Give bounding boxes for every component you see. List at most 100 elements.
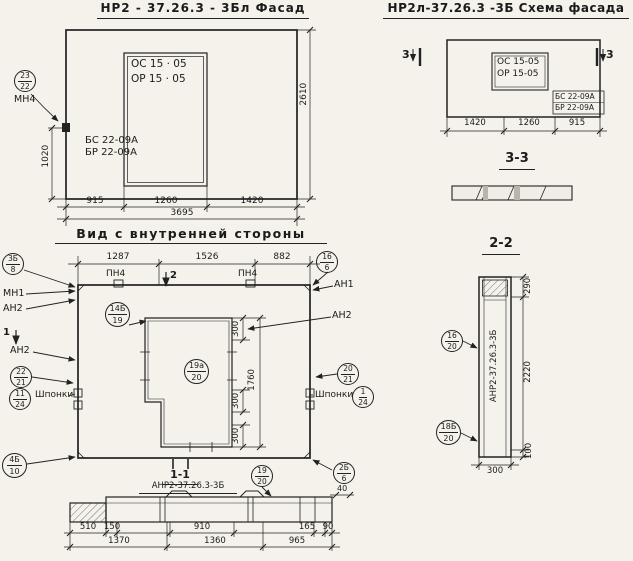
ref-bubble-18b-20: 18Б 20 xyxy=(436,420,461,445)
view-leaders xyxy=(23,269,338,497)
facade-panel-mark-1: БС 22-09А xyxy=(85,135,138,146)
section-2-2-linework xyxy=(460,273,529,470)
dim-300-b: 300 xyxy=(231,392,242,410)
dim-510: 510 xyxy=(79,522,97,532)
dim-40: 40 xyxy=(337,484,348,493)
dim-1360: 1360 xyxy=(204,536,226,546)
dim-300-c: 300 xyxy=(231,427,242,445)
dim-1370: 1370 xyxy=(108,536,130,546)
dim-1420-scheme: 1420 xyxy=(464,118,486,128)
anchor-label-mn1: МН1 xyxy=(3,288,25,299)
dim-915-scheme: 915 xyxy=(568,118,586,128)
section-1-1-subtitle: АНР2-37.26.3-3Б xyxy=(139,481,237,494)
view-title: Вид с внутренней стороны xyxy=(55,226,327,245)
ref-bubble-11-24: 11 24 xyxy=(9,388,31,410)
ref-bubble-2b-6: 2Б 6 xyxy=(333,462,355,484)
anchor-mark-mn4 xyxy=(62,123,70,132)
cut-mark-3-right: 3 xyxy=(606,48,614,61)
scheme-linework xyxy=(409,39,607,201)
cut-mark-2: 2 xyxy=(170,270,177,281)
ref-num-bottom: 20 xyxy=(443,433,454,443)
dim-1526: 1526 xyxy=(195,252,219,262)
ref-num-top: 11 xyxy=(13,388,27,400)
dim-1760: 1760 xyxy=(247,369,258,391)
dim-910: 910 xyxy=(193,522,211,532)
anchor-label-pn4-a: ПН4 xyxy=(106,269,126,279)
scheme-opening-mark-2: ОР 15-05 xyxy=(497,69,539,79)
ref-bubble-3b-8: 3Б 8 xyxy=(2,253,24,275)
caption-3-3: 3-3 xyxy=(499,151,535,170)
scheme-tag-2: БР 22-09А xyxy=(555,103,594,112)
anchor-label-mn4: МН4 xyxy=(14,94,36,105)
ref-num-bottom: 20 xyxy=(447,342,457,351)
ref-bubble-16-6: 16 6 xyxy=(316,251,338,273)
ref-bubble-22-21: 22 21 xyxy=(10,366,32,388)
ref-num-bottom: 21 xyxy=(343,375,353,384)
ref-num-bottom: 24 xyxy=(358,398,368,407)
view-linework xyxy=(12,256,338,497)
ref-bubble-4b-10: 4Б 10 xyxy=(2,453,27,478)
ref-num-top: 22 xyxy=(14,366,28,378)
cut-mark-1: 1 xyxy=(3,327,10,338)
ref-bubble-14b-19: 14Б 19 xyxy=(105,302,130,327)
ref-num-bottom: 24 xyxy=(15,400,25,409)
facade-linework xyxy=(30,26,316,226)
dim-2220: 2220 xyxy=(523,361,534,383)
dim-165: 165 xyxy=(298,522,316,532)
profile-3-3 xyxy=(451,185,573,201)
dim-290: 290 xyxy=(523,277,534,295)
dim-915: 915 xyxy=(86,196,104,206)
ref-num-bottom: 19 xyxy=(112,315,123,325)
ref-num-bottom: 6 xyxy=(341,474,347,483)
ref-num-bottom: 10 xyxy=(9,466,20,476)
dim-1260: 1260 xyxy=(154,196,178,206)
ref-bubble-23-22: 23 22 xyxy=(14,70,36,92)
ref-bubble-19a-20: 19а 20 xyxy=(184,359,209,384)
facade-title: НР2 - 37.26.3 - 3Бл Фасад xyxy=(97,1,309,19)
ref-bubble-20-21: 20 21 xyxy=(337,363,359,385)
scheme-tag-1: БС 22-09А xyxy=(555,92,595,101)
scheme-title: НР2л-37.26.3 -3Б Схема фасада xyxy=(383,1,629,19)
ref-num-top: 16 xyxy=(320,251,334,263)
ref-bubble-1-24: 1 24 xyxy=(352,386,374,408)
dim-1420: 1420 xyxy=(240,196,264,206)
ref-num-top: 1 xyxy=(358,386,368,398)
ref-num-bottom: 20 xyxy=(257,477,267,486)
facade-opening-mark-2: ОР 15 · 05 xyxy=(131,73,186,85)
facade-dim-ticks xyxy=(48,26,314,223)
dim-882: 882 xyxy=(273,252,291,262)
dim-150: 150 xyxy=(103,522,121,532)
anchor-label-an2-b: АН2 xyxy=(10,345,30,356)
caption-2-2: 2-2 xyxy=(482,236,520,255)
label-shponki-right: Шпонки xyxy=(315,390,354,400)
anchor-label-pn4-b: ПН4 xyxy=(238,269,258,279)
ref-num-top: 18Б xyxy=(438,422,459,433)
ref-num-bottom: 20 xyxy=(191,372,202,382)
caption-1-1: 1-1 xyxy=(163,468,197,485)
dim-3695: 3695 xyxy=(170,208,194,218)
cut-mark-3-left: 3 xyxy=(402,48,410,61)
ref-num-bottom: 21 xyxy=(16,378,26,387)
ref-num-bottom: 22 xyxy=(20,82,30,91)
ref-bubble-19-20: 19 20 xyxy=(251,465,273,487)
dim-965: 965 xyxy=(288,536,306,546)
ref-num-top: 19 xyxy=(255,465,269,477)
dim-1287: 1287 xyxy=(106,252,130,262)
anchor-label-an2-a: АН2 xyxy=(3,303,23,314)
ref-num-top: 19а xyxy=(186,361,207,372)
ref-num-top: 14Б xyxy=(107,304,128,315)
dim-2610: 2610 xyxy=(298,82,309,106)
ref-bubble-16-20: 16 20 xyxy=(441,330,463,352)
ref-num-top: 16 xyxy=(445,330,459,342)
ref-num-bottom: 8 xyxy=(10,265,16,274)
dim-100: 100 xyxy=(524,442,535,460)
scheme-opening-mark-1: ОС 15-05 xyxy=(497,57,540,67)
anchor-label-an2-r: АН2 xyxy=(332,310,352,321)
dim-90: 90 xyxy=(322,522,334,532)
ref-num-top: 2Б xyxy=(337,462,351,474)
ref-num-top: 4Б xyxy=(7,455,22,466)
panel-mark-vertical: АНР2-37.26.3-3Б xyxy=(489,329,500,403)
ref-num-top: 3Б xyxy=(6,253,20,265)
